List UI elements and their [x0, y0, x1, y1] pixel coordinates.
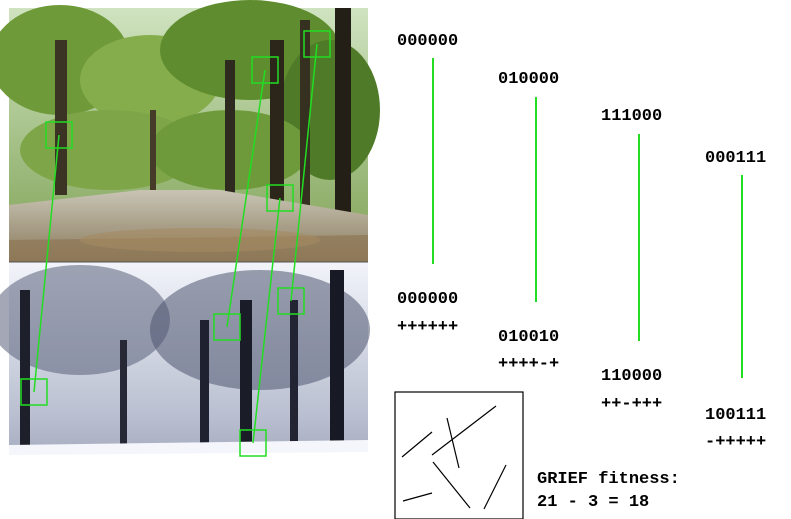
- descriptor-comparison: -+++++: [705, 433, 766, 452]
- comparison-pattern-box: [394, 391, 524, 519]
- pair-segment: [432, 461, 471, 509]
- descriptor-column-3: 111000 110000 ++-+++: [601, 107, 662, 414]
- descriptor-comparison: ++-+++: [601, 395, 662, 414]
- match-line: [290, 43, 318, 302]
- pair-segment: [431, 405, 497, 456]
- match-line: [252, 197, 281, 444]
- descriptor-top: 000000: [397, 32, 458, 51]
- descriptor-column-1: 000000 000000 ++++++: [397, 32, 458, 337]
- winter-photo: [0, 262, 370, 519]
- descriptor-bottom: 100111: [705, 406, 766, 425]
- pair-segment: [401, 431, 433, 458]
- keypoint-box: [239, 429, 267, 457]
- feature-matches: [20, 30, 331, 457]
- descriptor-comparison: ++++-+: [498, 355, 559, 374]
- descriptor-bottom: 110000: [601, 367, 662, 386]
- keypoint-box: [277, 287, 305, 315]
- descriptor-bottom: 000000: [397, 290, 458, 309]
- grief-fitness: GRIEF fitness: 21 - 3 = 18: [537, 470, 680, 512]
- pair-segment: [483, 464, 507, 510]
- descriptor-top: 000111: [705, 149, 766, 168]
- pair-segment: [446, 417, 460, 469]
- fitness-equation: 21 - 3 = 18: [537, 493, 649, 512]
- descriptor-top: 111000: [601, 107, 662, 126]
- keypoint-box: [266, 184, 294, 212]
- keypoint-box: [45, 121, 73, 149]
- descriptor-column-2: 010000 010010 ++++-+: [498, 70, 559, 374]
- descriptor-comparison: ++++++: [397, 318, 458, 337]
- pair-segment: [402, 492, 433, 502]
- match-line: [226, 69, 266, 328]
- descriptor-bottom: 010010: [498, 328, 559, 347]
- descriptor-top: 010000: [498, 70, 559, 89]
- keypoint-box: [303, 30, 331, 58]
- photo-panel: [0, 0, 380, 519]
- match-line: [33, 134, 60, 393]
- keypoint-box: [20, 378, 48, 406]
- keypoint-box: [251, 56, 279, 84]
- fitness-label: GRIEF fitness:: [537, 470, 680, 489]
- summer-photo: [0, 0, 380, 262]
- descriptor-column-4: 000111 100111 -+++++: [705, 149, 766, 452]
- keypoint-box: [213, 313, 241, 341]
